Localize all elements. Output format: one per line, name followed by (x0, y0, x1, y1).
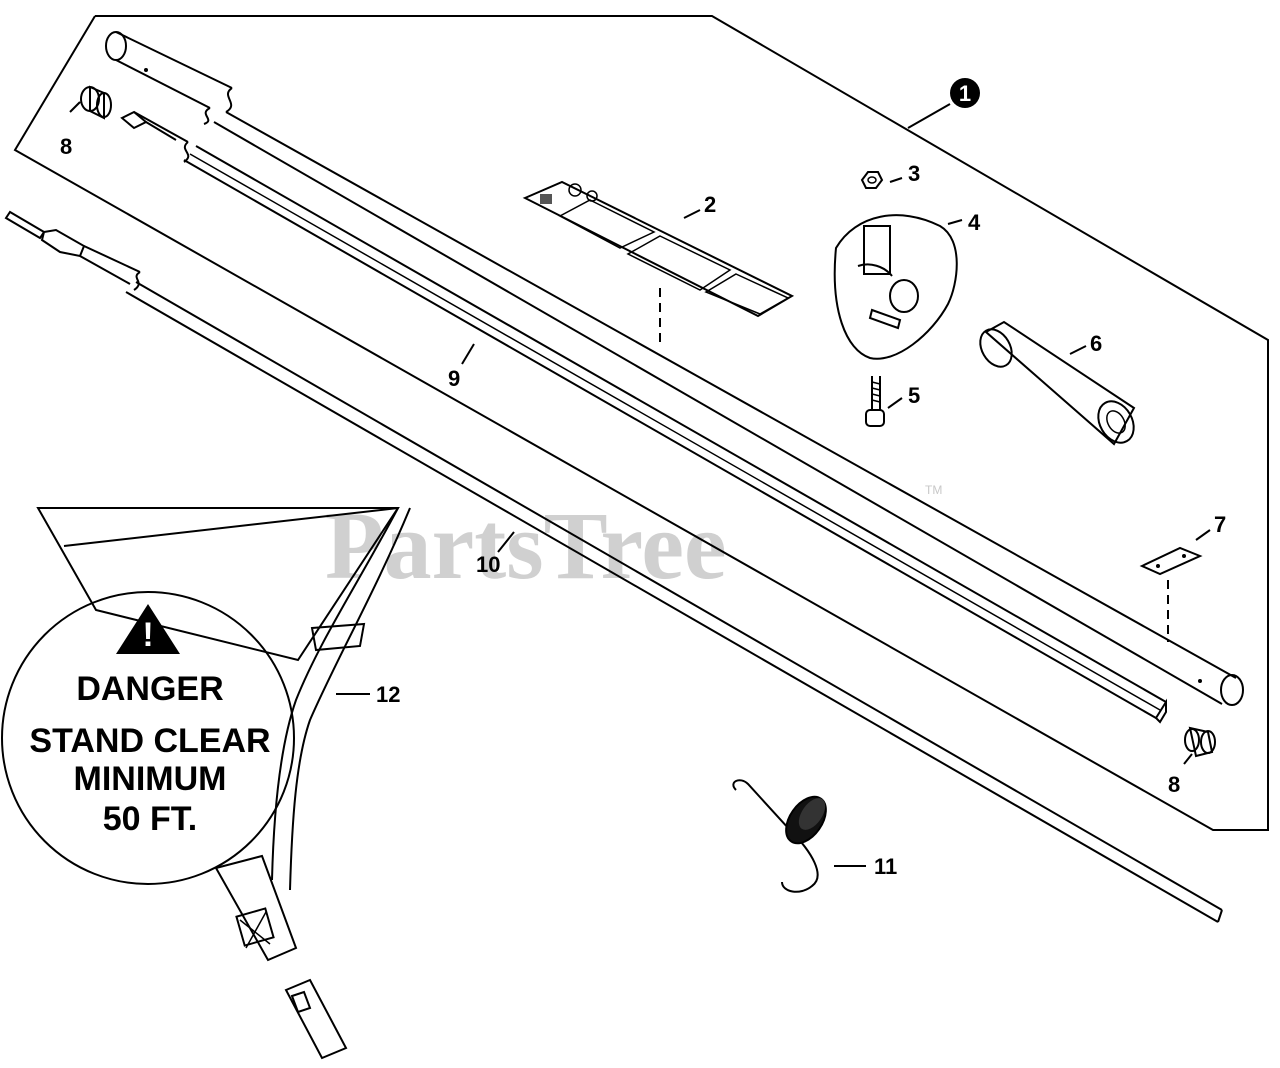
label-5: 5 (908, 383, 920, 408)
label-8-bottom: 8 (1168, 772, 1180, 797)
callout-1-text: 1 (959, 81, 971, 106)
part-4-bracket (833, 214, 958, 360)
label-6: 6 (1090, 331, 1102, 356)
danger-line-1: DANGER (76, 670, 223, 708)
label-12: 12 (376, 682, 400, 707)
part-9-rail (120, 110, 1167, 724)
label-3: 3 (908, 161, 920, 186)
label-2: 2 (704, 192, 716, 217)
callout-leaders (69, 101, 1211, 867)
danger-line-4: 50 FT. (103, 800, 197, 838)
watermark-text: PartsTree (325, 492, 727, 599)
warning-triangle-icon (116, 604, 180, 654)
svg-text:!: ! (142, 616, 153, 654)
part-12-harness (36, 507, 411, 1060)
danger-line-2: STAND CLEAR (29, 722, 270, 760)
label-11: 11 (874, 854, 897, 879)
label-8-top: 8 (60, 134, 72, 159)
danger-sign: ! DANGER STAND CLEAR MINIMUM 50 FT. (1, 591, 295, 885)
label-4: 4 (968, 210, 981, 235)
part-2-decal (522, 180, 795, 346)
part-6-grip (979, 320, 1136, 446)
part-7-plate (1139, 546, 1203, 642)
callout-assembly-1: 1 (907, 78, 980, 129)
danger-line-3: MINIMUM (74, 760, 227, 798)
shaft-tube (105, 31, 1244, 706)
part-3-nut (860, 171, 884, 189)
part-11-hanger (732, 779, 827, 893)
part-5-bolt (865, 376, 885, 427)
label-9: 9 (448, 366, 460, 391)
label-7: 7 (1214, 512, 1226, 537)
part-8-bushing-top (80, 85, 112, 120)
watermark-tm: TM (925, 483, 942, 497)
watermark: PartsTree TM (325, 483, 942, 599)
label-10: 10 (476, 552, 500, 577)
part-10-drive-shaft (4, 210, 1223, 923)
part-8-bushing-bottom (1184, 726, 1216, 758)
